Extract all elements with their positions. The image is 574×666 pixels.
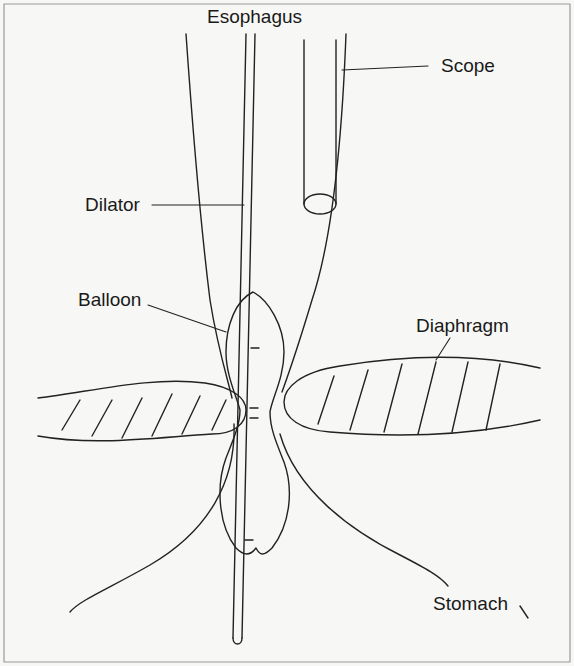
- organ-label: Stomach: [431, 593, 510, 615]
- stomach-wall-end: [520, 606, 528, 618]
- endoscope: [304, 40, 336, 214]
- part-label: Dilator: [83, 194, 142, 216]
- diaphragm-right: [284, 357, 540, 435]
- frame: [4, 4, 570, 662]
- organ-label: Esophagus: [205, 6, 304, 28]
- esophagus-right-wall: [282, 34, 346, 392]
- part-label: Balloon: [76, 289, 143, 311]
- stomach-left-wall: [70, 424, 234, 612]
- leader-lines: [148, 66, 450, 360]
- part-label: Scope: [439, 55, 497, 77]
- balloon: [220, 292, 289, 554]
- anatomy-label: Diaphragm: [414, 315, 511, 337]
- esophagus-left-wall: [186, 34, 232, 398]
- stomach-right-wall: [280, 434, 448, 586]
- dilator-catheter: [233, 34, 259, 644]
- diaphragm-left: [38, 381, 246, 441]
